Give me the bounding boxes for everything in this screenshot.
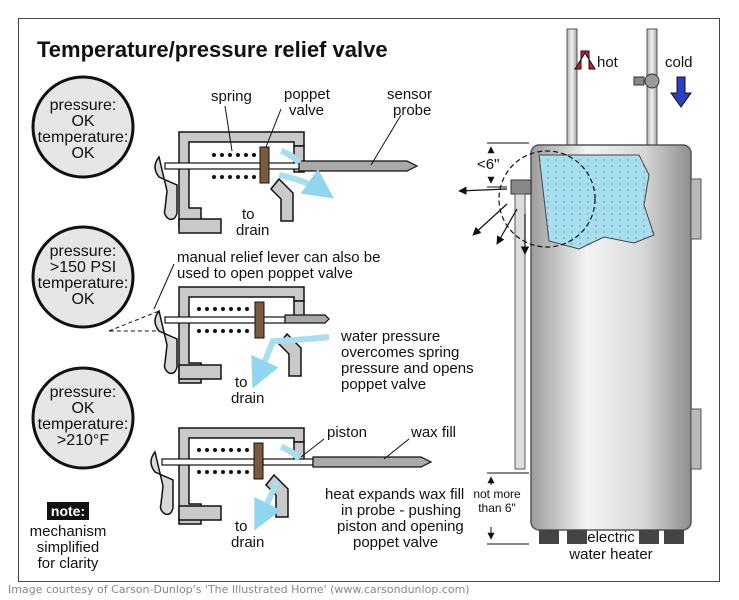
relief-valve-diagram: Temperature/pressure relief valve pressu… <box>30 28 702 572</box>
state-1-line-1: pressure: <box>50 97 117 114</box>
note-line-1: mechanism <box>30 523 107 540</box>
valve-1-illustration <box>154 105 419 234</box>
pressure-note-line-4: poppet valve <box>341 376 426 393</box>
state-3-line-2: OK <box>71 400 94 417</box>
state-1-line-4: OK <box>71 145 94 162</box>
wax-fill-label: wax fill <box>410 424 456 441</box>
drain-2-label-line-2: drain <box>231 390 264 407</box>
state-3-line-4: >210°F <box>57 432 109 449</box>
note-badge <box>47 502 89 520</box>
not-more-line-2: than 6" <box>478 501 516 515</box>
pressure-note-line-3: pressure and opens <box>341 360 474 377</box>
pressure-note-line-1: water pressure <box>340 328 440 345</box>
sensor-label-line-1: sensor <box>387 86 432 103</box>
state-1-line-2: OK <box>71 113 94 130</box>
note-line-2: simplified <box>37 539 100 556</box>
state-2-line-4: OK <box>71 291 94 308</box>
not-more-line-1: not more <box>473 487 521 501</box>
state-circle-2: pressure: >150 PSI temperature: OK <box>31 225 135 329</box>
heat-note-line-2: in probe - pushing <box>341 502 461 519</box>
diagram-title: Temperature/pressure relief valve <box>37 37 388 62</box>
diagram-frame: Temperature/pressure relief valve pressu… <box>18 18 720 582</box>
valve-2-illustration <box>108 263 330 389</box>
state-1-line-3: temperature: <box>38 129 129 146</box>
state-2-line-2: >150 PSI <box>50 259 116 276</box>
heat-note-line-4: poppet valve <box>353 534 438 551</box>
heat-note-line-1: heat expands wax fill <box>325 486 464 503</box>
spring-label: spring <box>211 88 252 105</box>
state-3-line-3: temperature: <box>38 416 129 433</box>
note-badge-text: note: <box>51 503 85 519</box>
state-circle-3: pressure: OK temperature: >210°F <box>31 366 135 470</box>
state-3-line-1: pressure: <box>50 384 117 401</box>
poppet-label-line-2: valve <box>289 102 324 119</box>
heater-label-line-1: electric <box>587 529 635 546</box>
poppet-label-line-1: poppet <box>284 86 331 103</box>
drain-3-label-line-1: to <box>235 518 248 535</box>
drain-3-label-line-2: drain <box>231 534 264 551</box>
hot-arrow-icon <box>574 50 596 70</box>
heat-note-line-3: piston and opening <box>337 518 464 535</box>
drain-1-label-line-1: to <box>242 206 255 223</box>
lever-label-line-1: manual relief lever can also be <box>177 249 380 266</box>
state-2-line-3: temperature: <box>38 275 129 292</box>
pressure-note-line-2: overcomes spring <box>341 344 459 361</box>
state-2-line-1: pressure: <box>50 243 117 260</box>
note-line-3: for clarity <box>38 555 99 572</box>
heater-label-line-2: water heater <box>568 546 652 563</box>
drain-1-label-line-2: drain <box>236 222 269 239</box>
piston-label: piston <box>327 424 367 441</box>
sensor-label-line-2: probe <box>393 102 431 119</box>
cold-label: cold <box>665 54 693 71</box>
water-heater-illustration <box>458 28 702 545</box>
state-circle-1: pressure: OK temperature: OK <box>31 75 135 179</box>
hot-label: hot <box>597 54 619 71</box>
cold-arrow-icon <box>670 76 692 108</box>
drain-2-label-line-1: to <box>235 374 248 391</box>
valve-3-illustration <box>150 427 433 531</box>
lever-label-line-2: used to open poppet valve <box>177 265 353 282</box>
six-inch-label: <6" <box>477 156 499 173</box>
image-credit: Image courtesy of Carson-Dunlop's 'The I… <box>8 583 470 596</box>
